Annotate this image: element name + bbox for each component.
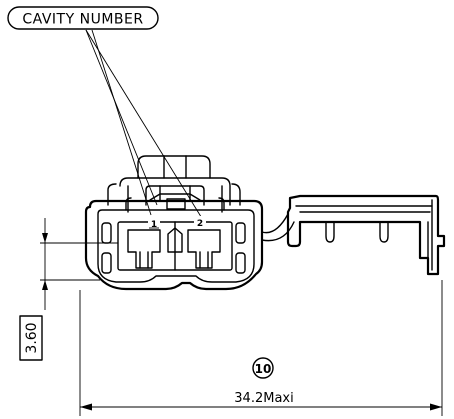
cavity-marks: 1 2 — [148, 216, 206, 230]
cavity-number-callout: CAVITY NUMBER — [7, 6, 159, 30]
cavity-mark-2: 2 — [197, 219, 203, 229]
lock-arm-bracket — [261, 194, 446, 276]
pitch-dimension-value: 3.60 — [24, 322, 40, 353]
pin-count-value: 10 — [255, 362, 272, 376]
overall-width-dimension: 34.2Maxi — [79, 280, 443, 416]
pin-count-marker: 10 — [252, 357, 274, 379]
pitch-dimension: 3.60 — [19, 218, 118, 361]
connector-body — [84, 155, 264, 291]
overall-width-value: 34.2Maxi — [234, 391, 293, 406]
cavity-number-label: CAVITY NUMBER — [22, 12, 143, 28]
cavity-mark-1: 1 — [151, 220, 157, 230]
callout-leader-lines — [85, 29, 204, 221]
